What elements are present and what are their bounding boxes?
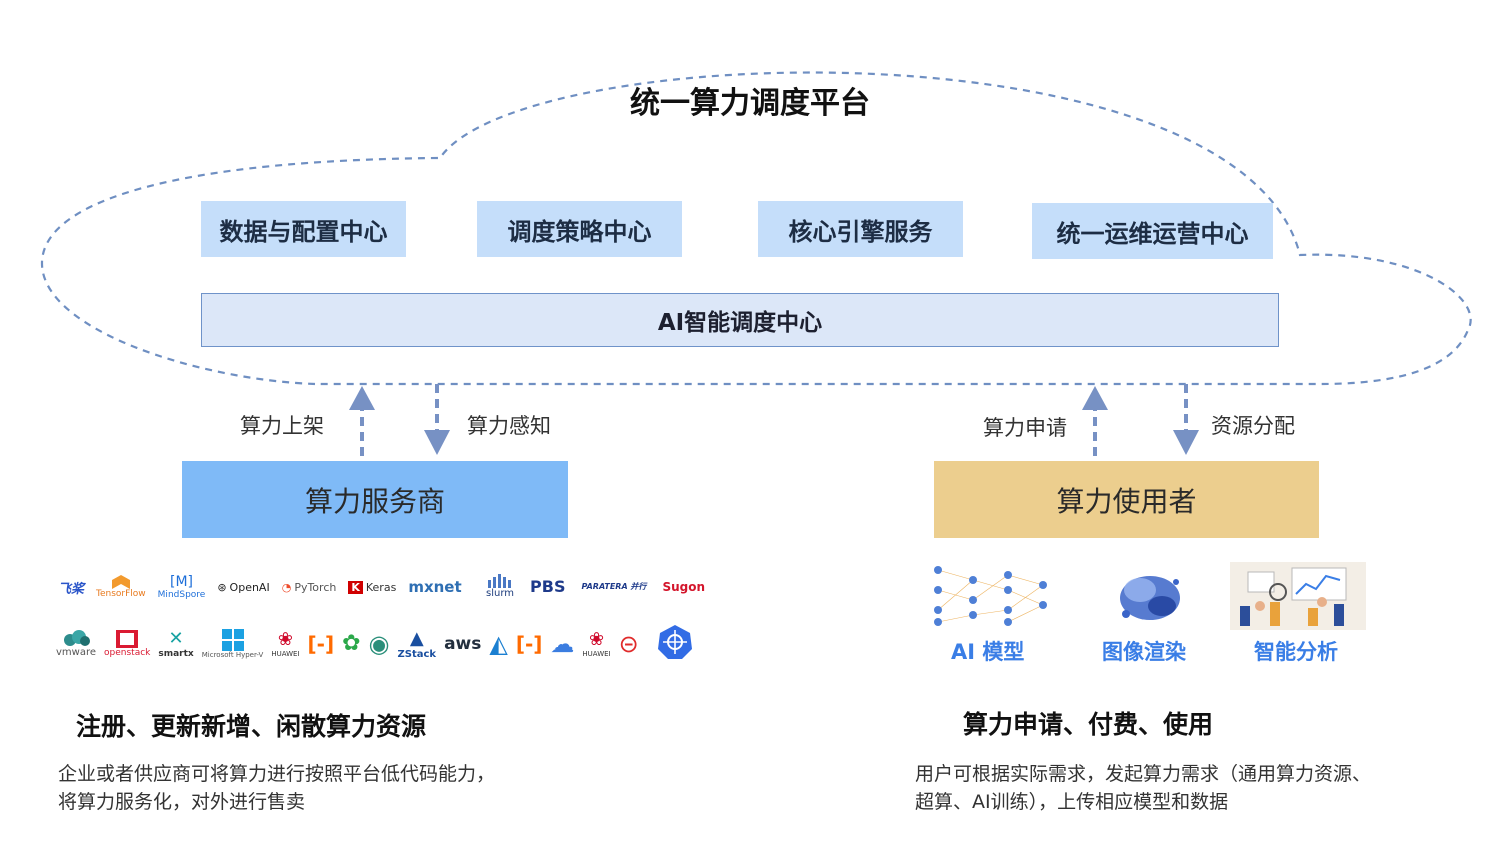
openai-logo: ⊛OpenAI — [217, 581, 269, 594]
app-smart-analysis: 智能分析 — [1254, 640, 1338, 664]
zstack-icon: ▲ — [409, 627, 424, 649]
globe-icon: ◉ — [368, 629, 390, 658]
arrow-up-consumer — [1082, 386, 1108, 456]
hyperv-logo: Microsoft Hyper-V — [201, 628, 264, 659]
vmware-label: vmware — [56, 647, 97, 658]
app-ai-model: AI 模型 — [951, 640, 1025, 664]
tensorflow-label: TensorFlow — [96, 589, 146, 599]
smartx-logo: ✕ smartx — [158, 628, 193, 659]
azure-icon: ◭ — [489, 629, 508, 658]
pytorch-icon: ◔ — [281, 580, 292, 594]
app-image-rendering: 图像渲染 — [1102, 640, 1186, 664]
huawei-label: HUAWEI — [271, 650, 300, 658]
zstack-label: ZStack — [397, 648, 437, 660]
tensorflow-icon — [111, 575, 130, 589]
arrow-down-consumer — [1173, 384, 1199, 455]
label-compute-listing: 算力上架 — [240, 414, 324, 438]
framework-logos: 飞桨 TensorFlow [M] MindSpore ⊛OpenAI ◔PyT… — [58, 574, 462, 600]
huawei-cloud-icon: ❀ — [588, 629, 605, 650]
hyperv-label: Microsoft Hyper-V — [201, 650, 264, 659]
paratera-logo: PARATERA 并行 — [581, 582, 647, 591]
tensorflow-logo: TensorFlow — [96, 575, 146, 599]
cloud-outline — [40, 71, 1472, 386]
huawei-logo: ❀ HUAWEI — [271, 629, 299, 658]
huawei-cloud-label: HUAWEI — [582, 650, 611, 658]
aws-logo: aws — [444, 633, 482, 654]
data-analysis-image — [1230, 562, 1366, 630]
windows-icon — [221, 628, 244, 651]
openai-icon: ⊛ — [217, 580, 227, 594]
openstack-label: openstack — [104, 647, 151, 658]
hpc-logos: slurm PBS PARATERA 并行 Sugon — [486, 574, 705, 599]
module-ops-center: 统一运维运营中心 — [1032, 203, 1273, 259]
vmware-logo: vmware — [56, 629, 96, 658]
consumer-box: 算力使用者 — [934, 461, 1319, 538]
mindspore-label: MindSpore — [157, 590, 206, 600]
provider-box: 算力服务商 — [182, 461, 568, 538]
consumer-description: 用户可根据实际需求，发起算力需求（通用算力资源、 超算、AI训练），上传相应模型… — [915, 763, 1372, 813]
neural-network-image — [934, 566, 1047, 626]
keras-icon: K — [348, 580, 363, 594]
sugon-logo: Sugon — [662, 579, 705, 594]
provider-description: 企业或者供应商可将算力进行按照平台低代码能力， 将算力服务化，对外进行售卖 — [58, 763, 496, 813]
openai-label: OpenAI — [229, 580, 270, 594]
kubernetes-wheel-icon — [657, 625, 692, 659]
provider-section-title: 注册、更新新增、闲散算力资源 — [76, 712, 427, 741]
alicloud-icon-2: [-] — [515, 631, 543, 656]
consumer-section-title: 算力申请、付费、使用 — [963, 710, 1214, 739]
openstack-logo: openstack — [104, 629, 151, 658]
vmware-icon — [64, 630, 90, 646]
mindspore-icon: [M] — [169, 574, 193, 590]
mxnet-logo: mxnet — [408, 578, 462, 596]
paddle-logo: 飞桨 — [58, 581, 85, 597]
flower-icon: ✿ — [342, 631, 361, 656]
module-data-config: 数据与配置中心 — [201, 201, 406, 257]
platform-title: 统一算力调度平台 — [630, 86, 870, 121]
slurm-label: slurm — [486, 588, 515, 599]
cloud-brand-icon: ⊝ — [618, 629, 639, 658]
pbs-logo: PBS — [530, 577, 566, 596]
keras-label: Keras — [365, 580, 397, 594]
cloud-icon: ☁ — [550, 629, 575, 658]
zstack-logo: ▲ ZStack — [398, 628, 437, 660]
cloud-platform-logos: vmware openstack ✕ smartx Microsoft Hype… — [56, 624, 693, 663]
pytorch-label: PyTorch — [294, 580, 337, 594]
arrow-up-provider — [349, 386, 375, 456]
module-core-engine: 核心引擎服务 — [758, 201, 963, 257]
label-compute-sensing: 算力感知 — [467, 414, 551, 438]
slurm-icon — [488, 574, 511, 588]
openstack-icon — [116, 629, 139, 648]
smartx-icon: ✕ — [168, 628, 184, 649]
huawei-icon: ❀ — [277, 629, 293, 650]
ai-scheduling-center: AI智能调度中心 — [201, 293, 1279, 347]
alicloud-icon: [-] — [307, 631, 335, 656]
pytorch-logo: ◔PyTorch — [282, 581, 337, 594]
kubernetes-icon — [657, 624, 693, 663]
slurm-logo: slurm — [486, 574, 514, 599]
paint-splash-image — [1120, 576, 1180, 620]
smartx-label: smartx — [158, 649, 194, 659]
arrow-down-provider — [424, 384, 450, 455]
huawei-cloud-logo: ❀ HUAWEI — [582, 629, 610, 658]
mindspore-logo: [M] MindSpore — [158, 574, 206, 600]
label-compute-request: 算力申请 — [983, 416, 1067, 440]
label-resource-allocation: 资源分配 — [1211, 414, 1295, 438]
module-scheduling-policy: 调度策略中心 — [477, 201, 682, 257]
